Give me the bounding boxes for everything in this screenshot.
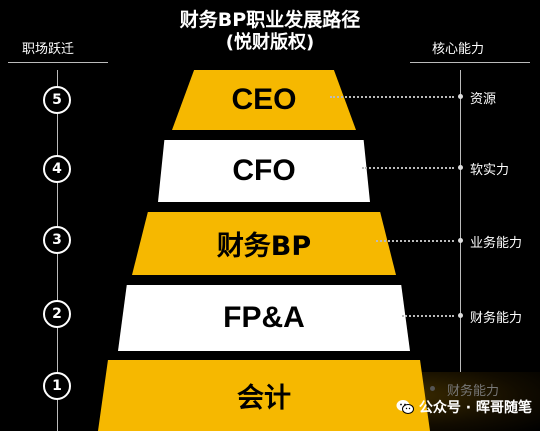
tier-cfo: CFO xyxy=(158,140,370,202)
tier-finance-bp: 财务BP xyxy=(132,212,396,275)
skill-label-1: 财务能力 xyxy=(447,384,500,399)
watermark-text: 公众号 · 晖哥随笔 xyxy=(418,400,532,416)
level-circle-2: 2 xyxy=(43,300,71,328)
skill-label-2: 财务能力 xyxy=(470,311,523,326)
diagram-title: 财务BP职业发展路径 xyxy=(179,9,361,31)
level-circle-5: 5 xyxy=(43,86,71,114)
skill-dot-5 xyxy=(458,94,463,99)
skill-label-5: 资源 xyxy=(470,92,497,107)
skill-dot-1 xyxy=(430,386,435,391)
wechat-icon xyxy=(396,400,414,414)
skill-dot-4 xyxy=(458,165,463,170)
right-timeline-line xyxy=(460,70,461,400)
connector-2 xyxy=(402,315,454,317)
right-column-header: 核心能力 xyxy=(432,42,485,57)
skill-label-4: 软实力 xyxy=(470,163,510,178)
diagram-subtitle: (悦财版权) xyxy=(225,32,315,53)
level-circle-1: 1 xyxy=(43,372,71,400)
tier-accounting: 会计 xyxy=(98,360,430,431)
connector-4 xyxy=(362,167,454,169)
left-column-header: 职场跃迁 xyxy=(22,42,75,57)
connector-3 xyxy=(376,240,454,242)
connector-5 xyxy=(330,96,454,98)
level-circle-4: 4 xyxy=(43,155,71,183)
skill-label-3: 业务能力 xyxy=(470,236,523,251)
left-header-rule xyxy=(8,62,108,63)
right-header-rule xyxy=(410,62,530,63)
level-circle-3: 3 xyxy=(43,226,71,254)
tier-ceo: CEO xyxy=(172,70,356,130)
skill-dot-3 xyxy=(458,238,463,243)
watermark: 公众号 · 晖哥随笔 xyxy=(396,397,532,417)
tier-fpa: FP&A xyxy=(118,285,410,351)
skill-dot-2 xyxy=(458,313,463,318)
